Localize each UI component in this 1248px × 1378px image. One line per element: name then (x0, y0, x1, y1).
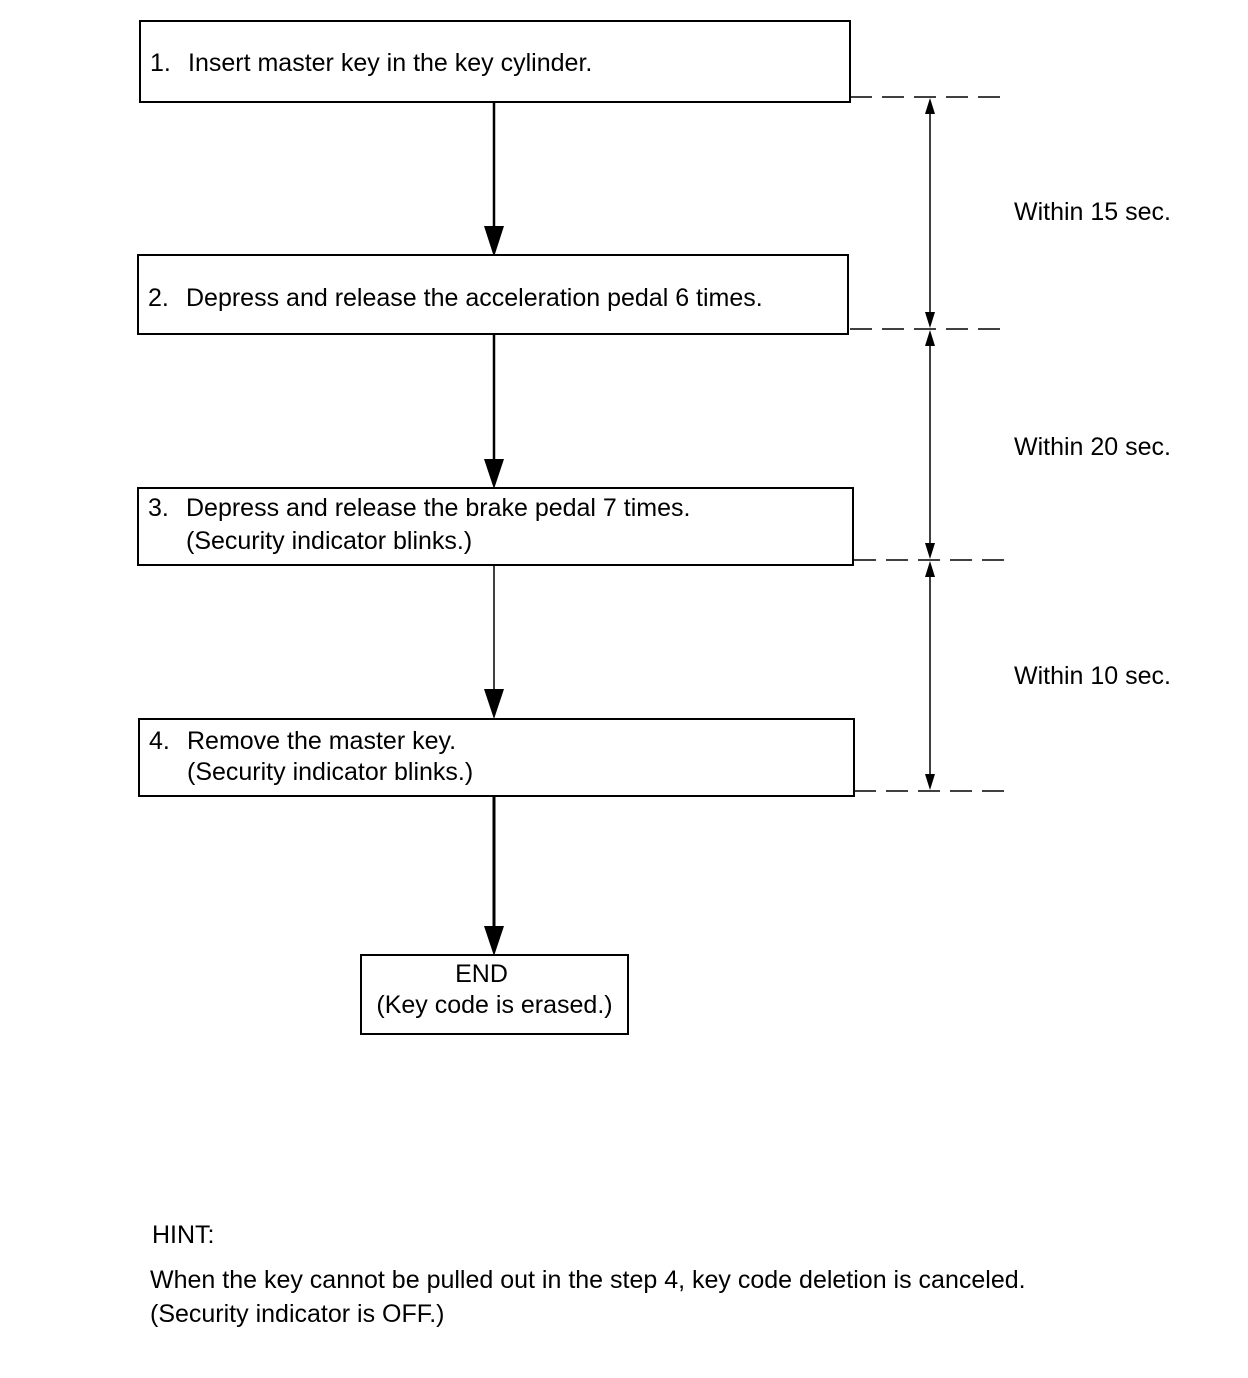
step-2-number: 2. (148, 284, 169, 312)
arrowhead-to-step-3 (484, 459, 504, 489)
interval-1-bottom-arrowhead (925, 312, 935, 328)
arrowhead-to-end (484, 926, 504, 956)
step-1-box: 1. Insert master key in the key cylinder. (139, 20, 851, 103)
hint-line-2: (Security indicator is OFF.) (150, 1300, 445, 1328)
step-4-box: 4. Remove the master key. (Security indic… (138, 718, 855, 797)
step-2-box: 2. Depress and release the acceleration p… (137, 254, 849, 335)
interval-1-top-arrowhead (925, 98, 935, 114)
step-2-text: Depress and release the acceleration ped… (186, 284, 763, 312)
interval-2-bottom-arrowhead (925, 543, 935, 559)
step-3-box: 3. Depress and release the brake pedal 7 … (137, 487, 854, 566)
interval-2-top-arrowhead (925, 330, 935, 346)
interval-label-1: Within 15 sec. (1014, 198, 1172, 226)
arrowhead-to-step-2 (484, 226, 504, 257)
hint-line-1: When the key cannot be pulled out in the… (150, 1266, 1026, 1294)
hint-heading: HINT: (152, 1221, 215, 1249)
step-1-number: 1. (150, 49, 171, 77)
step-1-text: Insert master key in the key cylinder. (188, 49, 593, 77)
interval-label-3: Within 10 sec. (1014, 662, 1172, 690)
end-box: END (Key code is erased.) (360, 954, 629, 1035)
step-3-note: (Security indicator blinks.) (186, 527, 473, 555)
step-3-number: 3. (148, 494, 169, 522)
interval-3-top-arrowhead (925, 561, 935, 577)
step-3-text: Depress and release the brake pedal 7 ti… (186, 494, 691, 522)
step-4-note: (Security indicator blinks.) (187, 758, 474, 786)
step-4-number: 4. (149, 727, 170, 755)
step-4-text: Remove the master key. (187, 727, 457, 755)
interval-label-2: Within 20 sec. (1014, 433, 1172, 461)
arrowhead-to-step-4 (484, 689, 504, 719)
interval-3-bottom-arrowhead (925, 774, 935, 790)
end-subtitle: (Key code is erased.) (376, 991, 613, 1019)
end-title: END (455, 960, 508, 988)
